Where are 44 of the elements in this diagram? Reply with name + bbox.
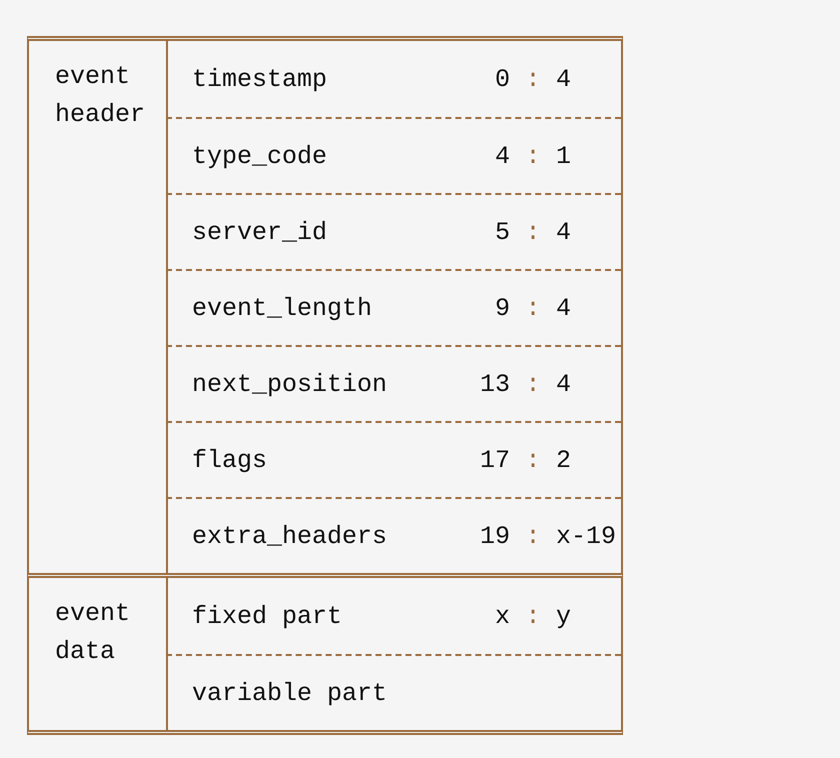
field-name: event_length [191,294,374,322]
field-row [166,345,621,421]
field-length: 1 [556,142,572,170]
group-label: event data [54,598,132,668]
field-name: variable part [191,678,388,708]
separator-colon: : [524,446,542,474]
field-offset: 0 [494,64,510,94]
field-group [27,573,623,735]
field-name: timestamp [191,64,328,94]
separator-colon: : [524,218,542,246]
field-row [166,654,621,730]
separator-colon: : [524,370,542,398]
field-group [27,36,623,573]
field-length: 2 [556,446,572,474]
field-length: y [556,602,572,630]
field-row [166,193,621,269]
field-offset: x [494,602,510,630]
field-offset: 13 [478,370,510,398]
field-length: 4 [556,64,572,94]
field-row [166,497,621,573]
separator-colon: : [524,142,542,170]
field-offset: 9 [494,294,510,322]
field-name: next_position [191,370,388,398]
separator-colon: : [524,522,542,550]
field-name: type_code [191,142,328,170]
field-length: 4 [556,294,572,322]
field-length: 4 [556,218,572,246]
field-row [166,117,621,193]
field-offset: 5 [494,218,510,246]
separator-colon: : [524,294,542,322]
group-label: event header [54,61,146,131]
field-offset: 4 [494,142,510,170]
separator-colon: : [524,64,542,94]
field-name: fixed part [191,602,344,630]
field-length: x-19 [556,522,616,550]
field-row [166,269,621,345]
field-length: 4 [556,370,572,398]
field-name: extra_headers [191,522,388,550]
field-name: flags [191,446,268,474]
field-name: server_id [191,218,328,246]
field-row [166,421,621,497]
field-offset: 17 [478,446,510,474]
separator-colon: : [524,602,542,630]
field-offset: 19 [478,522,510,550]
